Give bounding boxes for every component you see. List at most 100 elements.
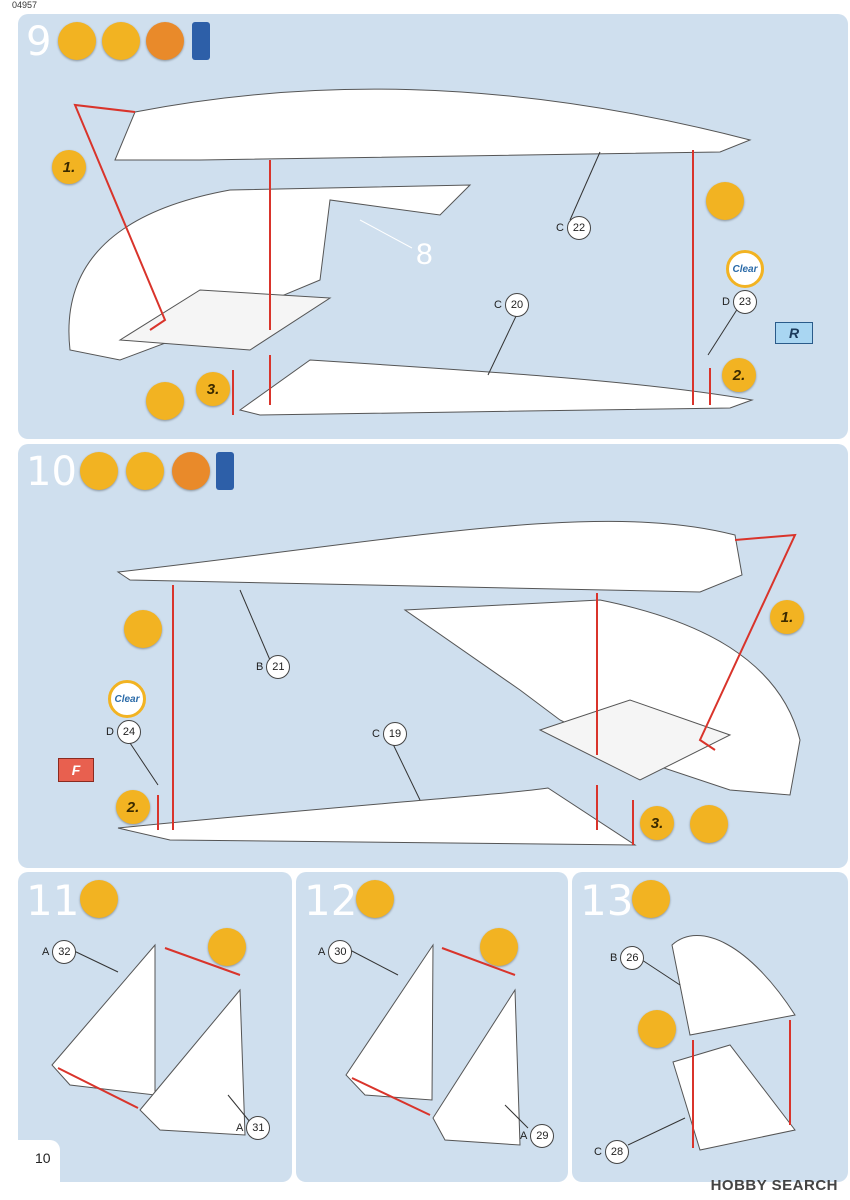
stabilizer-bottom-drawing xyxy=(672,1044,796,1151)
part-sprue-letter: A xyxy=(520,1130,528,1142)
part-callout: A 30 xyxy=(318,940,353,964)
assembly-arrow xyxy=(57,1067,139,1109)
assembly-arrow xyxy=(698,533,797,751)
part-sprue-letter: B xyxy=(610,952,618,964)
part-number: 28 xyxy=(604,1140,629,1164)
step-9-number: 9 xyxy=(26,19,52,65)
lower-wing-drawing xyxy=(117,787,637,846)
leader-line xyxy=(569,151,601,221)
step-13-number: 13 xyxy=(580,876,634,925)
leader-line xyxy=(487,311,519,376)
fin-right-drawing xyxy=(139,988,246,1136)
part-sprue-letter: C xyxy=(494,299,502,311)
reference-label-8: 8 xyxy=(416,238,433,271)
part-sprue-letter: C xyxy=(556,222,564,234)
leader-line xyxy=(227,1094,251,1123)
leader-line xyxy=(359,219,413,249)
lower-wing-drawing xyxy=(238,359,754,416)
step-10-sub-2-badge: 2. xyxy=(116,790,150,824)
part-number: 24 xyxy=(116,720,141,744)
page-number: 10 xyxy=(35,1150,51,1166)
part-callout: D 23 xyxy=(722,290,757,314)
part-number: 31 xyxy=(246,1116,271,1140)
step-9-sub-2-badge: 2. xyxy=(722,358,756,392)
assembly-arrow xyxy=(351,1077,431,1116)
upper-wing-drawing xyxy=(114,88,752,161)
tape-icon xyxy=(480,928,518,966)
part-callout: C 20 xyxy=(494,293,529,317)
part-callout: C 22 xyxy=(556,216,591,240)
part-sprue-letter: A xyxy=(236,1122,244,1134)
paint-brush-icon xyxy=(126,452,164,490)
part-number: 22 xyxy=(566,216,591,240)
glue-icon xyxy=(80,452,118,490)
part-number: 19 xyxy=(382,722,407,746)
glue-icon xyxy=(58,22,96,60)
flag-f: F xyxy=(58,758,94,782)
clock-icon xyxy=(146,22,184,60)
fin-left-drawing xyxy=(345,943,434,1101)
part-callout: A 29 xyxy=(520,1124,555,1148)
leader-line xyxy=(627,1117,686,1146)
glue-icon xyxy=(356,880,394,918)
assembly-arrow xyxy=(441,947,516,976)
step-9-sub-3-badge: 3. xyxy=(196,372,230,406)
step-9-sub-1-badge: 1. xyxy=(52,150,86,184)
leader-line xyxy=(239,589,271,661)
tape-icon xyxy=(706,182,744,220)
part-number: 20 xyxy=(504,293,529,317)
glue-icon xyxy=(80,880,118,918)
part-callout: A 31 xyxy=(236,1116,271,1140)
watermark: HOBBY SEARCH xyxy=(710,1177,838,1194)
part-sprue-letter: A xyxy=(42,946,50,958)
step-11-number: 11 xyxy=(26,876,80,925)
clock-icon xyxy=(172,452,210,490)
leader-line xyxy=(641,959,681,986)
part-number: 30 xyxy=(328,940,353,964)
gear-bay-drawing xyxy=(538,699,732,781)
glue-icon xyxy=(632,880,670,918)
part-sprue-letter: C xyxy=(594,1146,602,1158)
part-sprue-letter: D xyxy=(106,726,114,738)
part-number: 21 xyxy=(266,655,291,679)
part-sprue-letter: B xyxy=(256,661,264,673)
part-callout: C 19 xyxy=(372,722,407,746)
tape-icon xyxy=(124,610,162,648)
part-callout: C 28 xyxy=(594,1140,629,1164)
part-sprue-letter: C xyxy=(372,728,380,740)
clear-paint-bottle-icon xyxy=(216,452,234,490)
step-10-sub-1-badge: 1. xyxy=(770,600,804,634)
upper-wing-drawing xyxy=(116,520,743,593)
step-10-number: 10 xyxy=(26,449,77,495)
part-number: 29 xyxy=(530,1124,555,1148)
flag-r: R xyxy=(775,322,813,344)
leader-line xyxy=(391,741,421,801)
part-sprue-letter: D xyxy=(722,296,730,308)
leader-line xyxy=(127,739,159,786)
part-callout: D 24 xyxy=(106,720,141,744)
part-callout: B 21 xyxy=(256,655,291,679)
page-number-tab xyxy=(18,1140,60,1182)
assembly-arrow xyxy=(73,103,167,331)
part-number: 26 xyxy=(620,946,645,970)
tape-icon xyxy=(690,805,728,843)
leader-line xyxy=(349,949,399,976)
part-callout: B 26 xyxy=(610,946,645,970)
paint-brush-icon xyxy=(102,22,140,60)
clear-paint-bottle-icon xyxy=(192,22,210,60)
gear-bay-drawing xyxy=(118,289,332,351)
leader-line xyxy=(504,1104,529,1129)
tape-icon xyxy=(146,382,184,420)
clear-paint-badge: Clear xyxy=(108,680,146,718)
tape-icon xyxy=(638,1010,676,1048)
leader-line xyxy=(71,949,119,973)
step-10-sub-3-badge: 3. xyxy=(640,806,674,840)
step-12-number: 12 xyxy=(304,876,358,925)
leader-line xyxy=(707,307,739,356)
fin-right-drawing xyxy=(432,988,521,1146)
part-number: 23 xyxy=(732,290,757,314)
